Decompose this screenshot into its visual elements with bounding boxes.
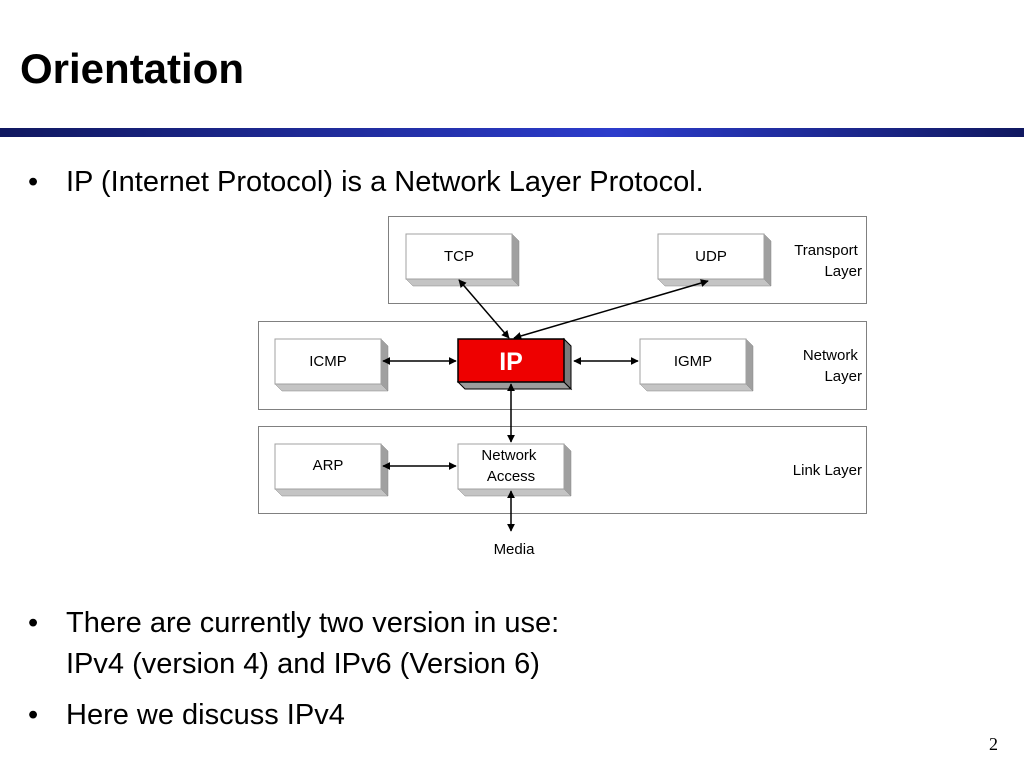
title-rule [0, 128, 1024, 137]
udp-box: UDP [657, 233, 772, 287]
ip-box: IP [456, 337, 573, 391]
svg-text:UDP: UDP [695, 248, 727, 265]
slide-title: Orientation [20, 45, 245, 92]
network-access-box: Network Access [457, 443, 572, 497]
network-layer-label: Network Layer [803, 347, 862, 385]
svg-text:ICMP: ICMP [309, 353, 347, 370]
tcp-ip-arrow [458, 279, 510, 339]
media-label: Media [494, 541, 536, 558]
svg-text:IGMP: IGMP [674, 353, 712, 370]
bullet-marker: • [28, 699, 39, 731]
igmp-box: IGMP [639, 338, 754, 392]
bullet-text: There are currently two version in use: … [66, 603, 559, 685]
svg-text:ARP: ARP [313, 457, 344, 474]
tcp-box: TCP [405, 233, 520, 287]
link-layer-label: Link Layer [793, 462, 862, 479]
svg-text:Network Access: Network Access [481, 447, 540, 485]
bullet-text: IP (Internet Protocol) is a Network Laye… [66, 166, 704, 198]
arp-box: ARP [274, 443, 389, 497]
transport-layer-label: Transport Layer [794, 242, 862, 280]
bullet-marker: • [28, 607, 39, 639]
udp-ip-arrow [513, 279, 709, 340]
bullet-text-line: There are currently two version in use: [66, 607, 560, 639]
svg-text:TCP: TCP [444, 248, 474, 265]
svg-text:IP: IP [499, 348, 523, 376]
page-number: 2 [989, 734, 998, 754]
bullet-marker: • [28, 166, 39, 198]
icmp-box: ICMP [274, 338, 389, 392]
bullet-text-line: IPv4 (version 4) and IPv6 (Version 6) [66, 648, 540, 680]
bullet-text: Here we discuss IPv4 [66, 699, 345, 731]
